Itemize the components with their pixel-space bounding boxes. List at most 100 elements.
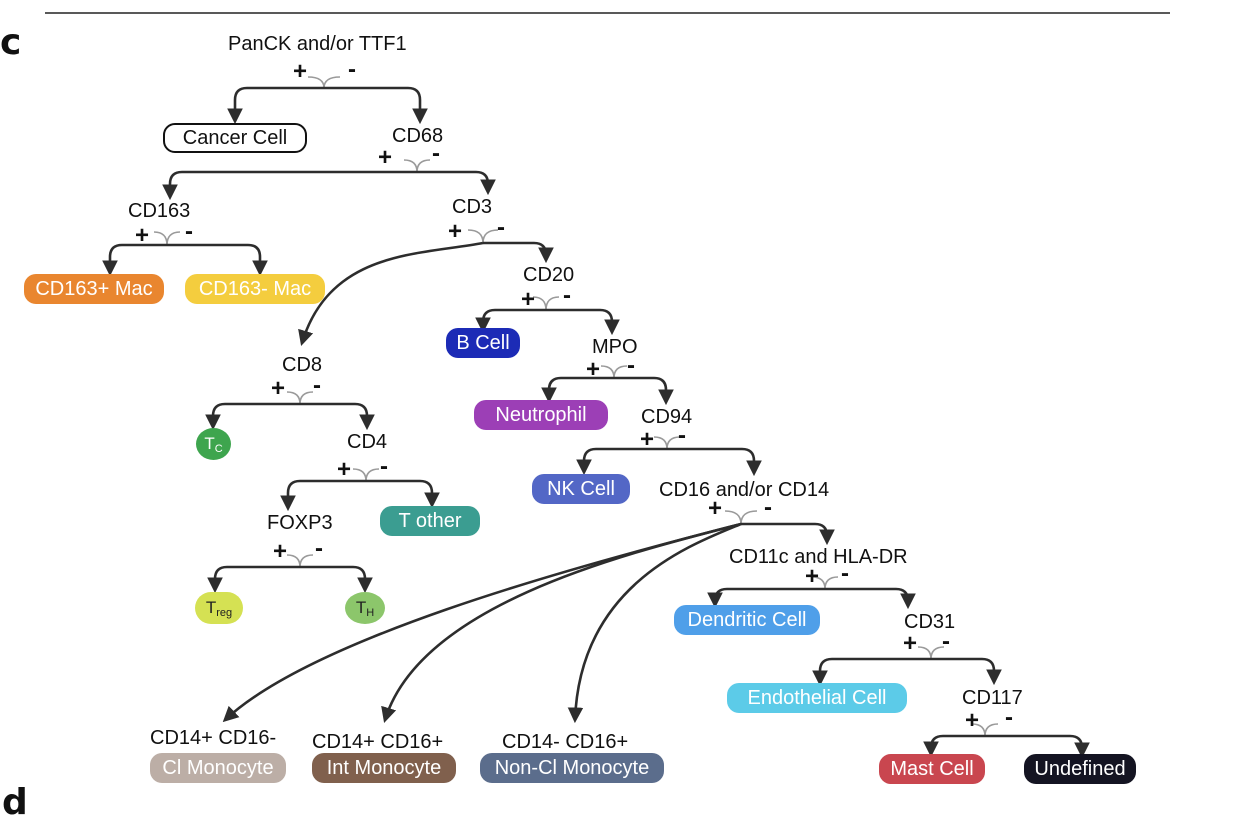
node-panck-ttf1: PanCK and/or TTF1	[228, 33, 407, 55]
tree-connectors	[45, 12, 1170, 759]
sign-cd3-pos: +	[448, 218, 463, 245]
edge-cd8-neg	[300, 402, 375, 431]
node-cd94: CD94	[641, 406, 693, 428]
pill-int-monocyte: Int Monocyte	[312, 753, 456, 783]
treg-sub: reg	[216, 607, 233, 619]
sign-cd20-pos: +	[521, 286, 536, 313]
brace-cd16-cd14	[724, 510, 758, 525]
brace-cd31	[917, 646, 945, 660]
edge-cd94-pos	[576, 447, 667, 476]
pill-undefined: Undefined	[1024, 754, 1136, 784]
sign-cd163-pos: +	[135, 222, 150, 249]
tc-main: T	[204, 434, 215, 453]
sign-mpo-neg: -	[627, 352, 635, 379]
edge-cd117-pos	[923, 734, 985, 758]
pill-dendritic-cell: Dendritic Cell	[674, 605, 820, 635]
panel-marker-c: c	[0, 22, 22, 63]
sign-cd31-neg: -	[942, 628, 950, 655]
sign-panck-neg: -	[348, 56, 356, 83]
node-cd11c-hladr: CD11c and HLA-DR	[729, 546, 908, 568]
pill-mast-cell: Mast Cell	[879, 754, 985, 784]
sign-cd94-neg: -	[678, 422, 686, 449]
sign-cd68-neg: -	[432, 140, 440, 167]
edge-cd4-neg	[366, 479, 440, 509]
sign-cd117-neg: -	[1005, 704, 1013, 731]
sign-cd163-neg: -	[185, 218, 193, 245]
edge-panck-pos	[227, 86, 324, 125]
th-main: T	[355, 598, 367, 617]
edge-panck-neg	[324, 86, 428, 125]
edge-cd4-pos	[280, 479, 366, 512]
sign-panck-pos: +	[293, 58, 308, 85]
edge-cd16-pos-classical	[222, 522, 742, 723]
pill-nk-cell: NK Cell	[532, 474, 630, 504]
sign-cd4-pos: +	[337, 456, 352, 483]
edge-foxp3-pos	[207, 565, 300, 594]
edge-cd117-neg	[985, 734, 1090, 759]
cell-phenotyping-decision-tree: c d PanCK and/or TTF1 CD68 CD163 CD3 CD2…	[0, 12, 1170, 823]
sign-cd16-pos: +	[708, 495, 723, 522]
edge-cd3-neg	[483, 241, 554, 264]
pill-noncl-monocyte: Non-Cl Monocyte	[480, 753, 664, 783]
edge-mpo-pos	[541, 376, 614, 404]
node-foxp3: FOXP3	[267, 512, 333, 534]
sign-cd117-pos: +	[965, 707, 980, 734]
pill-cd163-pos-mac: CD163+ Mac	[24, 274, 164, 304]
pill-cancer-cell: Cancer Cell	[163, 123, 307, 153]
tc-sub: C	[214, 443, 223, 455]
edge-cd163-pos	[102, 243, 167, 277]
sign-cd31-pos: +	[903, 630, 918, 657]
sign-cd16-neg: -	[764, 494, 772, 521]
th-sub: H	[366, 607, 375, 619]
sign-cd68-pos: +	[378, 144, 393, 171]
sign-foxp3-neg: -	[315, 535, 323, 562]
edge-cd20-neg	[546, 308, 620, 336]
pill-endothelial-cell: Endothelial Cell	[727, 683, 907, 713]
sign-cd8-pos: +	[271, 375, 286, 402]
label-cd14pos-cd16neg: CD14+ CD16-	[150, 727, 277, 749]
brace-panck	[307, 76, 341, 89]
brace-cd68	[403, 159, 431, 173]
edge-mpo-neg	[614, 376, 674, 406]
edge-cd11c-neg	[825, 587, 916, 610]
node-cd4: CD4	[347, 431, 388, 453]
node-cd3: CD3	[452, 196, 493, 218]
edge-cd16-neg	[741, 522, 835, 546]
edge-cd31-pos	[812, 657, 931, 687]
sign-cd11c-pos: +	[805, 563, 820, 590]
edge-cd8-pos	[205, 402, 300, 431]
brace-cd8	[286, 391, 314, 405]
edge-cd11c-pos	[707, 587, 825, 609]
sign-cd3-neg: -	[497, 214, 505, 241]
edge-cd3-pos	[298, 241, 484, 346]
edge-cd68-neg	[417, 170, 496, 196]
node-cd31: CD31	[904, 611, 956, 633]
circle-t-helper: TH	[345, 592, 385, 624]
sign-cd8-neg: -	[313, 372, 321, 399]
edge-cd163-neg	[167, 243, 268, 277]
brace-cd94	[653, 436, 681, 450]
sign-cd4-neg: -	[380, 453, 388, 480]
edge-cd94-neg	[667, 447, 762, 477]
sign-cd11c-neg: -	[841, 560, 849, 587]
node-cd163: CD163	[128, 200, 191, 222]
circle-t-cytotoxic: TC	[196, 428, 231, 460]
edge-cd31-neg	[931, 657, 1002, 686]
brace-cd4	[352, 468, 380, 482]
label-cd14pos-cd16pos: CD14+ CD16+	[312, 731, 444, 753]
sign-cd94-pos: +	[640, 426, 655, 453]
edge-cd16-pos-intermediate	[381, 522, 742, 723]
pill-cl-monocyte: Cl Monocyte	[150, 753, 286, 783]
sign-foxp3-pos: +	[273, 538, 288, 565]
sign-mpo-pos: +	[586, 356, 601, 383]
edge-foxp3-neg	[300, 565, 373, 594]
node-cd16-cd14: CD16 and/or CD14	[659, 479, 830, 501]
brace-foxp3	[286, 554, 314, 568]
pill-t-other: T other	[380, 506, 480, 536]
edge-cd68-pos	[162, 170, 417, 201]
pill-cd163-neg-mac: CD163- Mac	[185, 274, 325, 304]
brace-cd20	[532, 296, 560, 311]
pill-neutrophil: Neutrophil	[474, 400, 608, 430]
brace-cd3	[467, 229, 499, 244]
brace-mpo	[600, 365, 628, 379]
